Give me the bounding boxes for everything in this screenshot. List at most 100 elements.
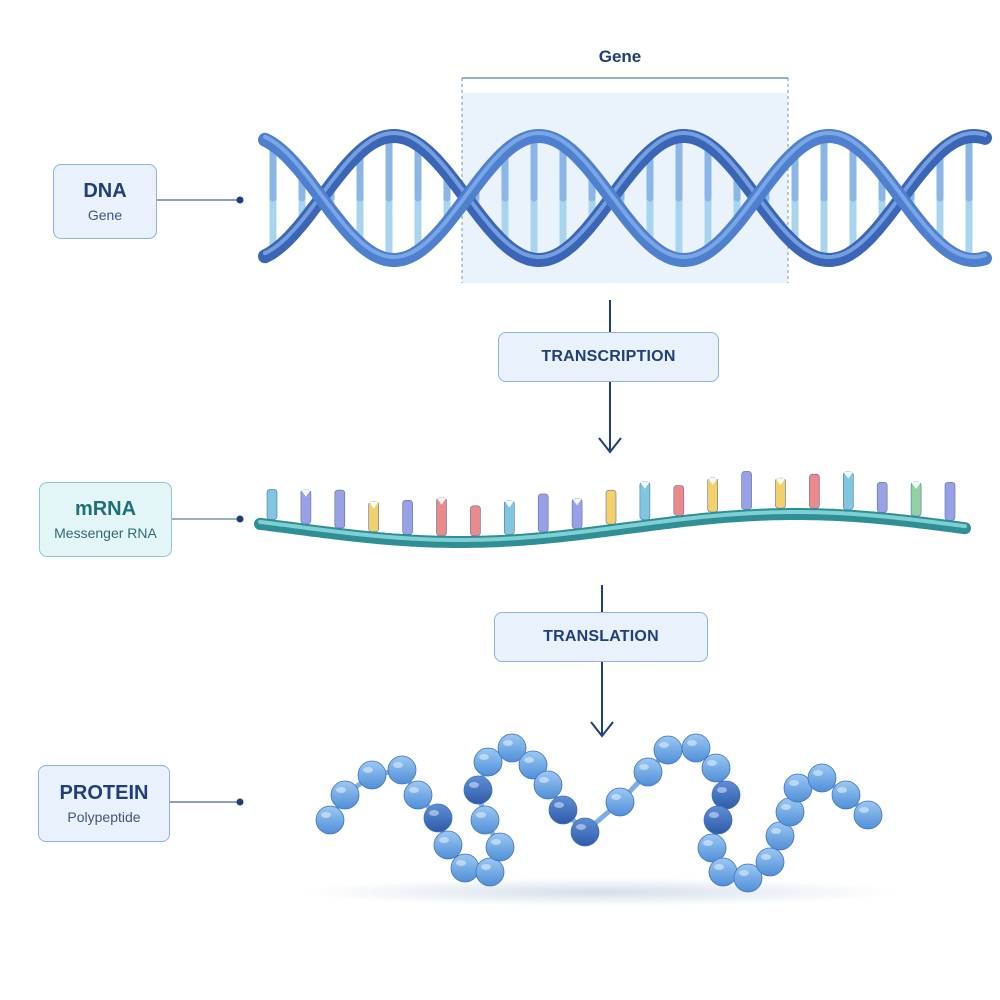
protein-bead	[633, 757, 663, 787]
protein-bead	[831, 780, 861, 810]
protein-bead	[703, 805, 733, 835]
mrna-nucleotide	[673, 485, 685, 516]
protein-bead-highlight	[611, 794, 621, 800]
mrna-nucleotide	[876, 482, 888, 513]
mrna-nucleotide	[537, 493, 549, 533]
mrna-nucleotide	[334, 489, 346, 529]
mrna-nucleotide-notch	[368, 501, 379, 509]
protein-bead-highlight	[781, 804, 791, 810]
protein-bead	[605, 787, 635, 817]
protein-bead	[548, 795, 578, 825]
mrna-nucleotide	[605, 489, 617, 525]
protein-bead-highlight	[709, 812, 719, 818]
protein-bead-highlight	[503, 740, 513, 746]
protein-bead-highlight	[321, 812, 331, 818]
protein-bead	[733, 863, 763, 893]
protein-bead	[330, 780, 360, 810]
translation-box: TRANSLATION	[494, 612, 708, 662]
mrna-nucleotide-notch	[707, 478, 718, 486]
protein-bead-highlight	[456, 860, 466, 866]
protein-bead-highlight	[409, 787, 419, 793]
protein-bead-highlight	[771, 828, 781, 834]
translation-arrow-head	[590, 721, 614, 738]
mrna-nucleotide-notch	[436, 497, 447, 505]
protein-bead	[653, 735, 683, 765]
protein-bead-highlight	[703, 840, 713, 846]
mrna-label-box: mRNA Messenger RNA	[39, 482, 172, 557]
protein-bead-highlight	[687, 740, 697, 746]
protein-bead-highlight	[554, 802, 564, 808]
protein-bead-highlight	[639, 764, 649, 770]
protein-bead-highlight	[393, 762, 403, 768]
protein-bead-highlight	[576, 824, 586, 830]
mrna-title: mRNA	[74, 497, 137, 520]
protein-bead	[470, 805, 500, 835]
protein-bead-highlight	[707, 760, 717, 766]
mrna-nucleotide	[809, 473, 820, 509]
protein-bead-highlight	[813, 770, 823, 776]
protein-bead-highlight	[789, 780, 799, 786]
mrna-nucleotide-notch	[504, 500, 515, 508]
protein-bead	[463, 775, 493, 805]
mrna-nucleotide	[944, 481, 956, 521]
protein-bead	[387, 755, 417, 785]
mrna-backbone-highlight	[258, 510, 967, 542]
protein-bead	[485, 832, 515, 862]
protein-bead	[701, 753, 731, 783]
mrna-nucleotide	[470, 505, 481, 537]
protein-bead-highlight	[491, 839, 501, 845]
protein-bead	[708, 857, 738, 887]
mrna-nucleotide-notch	[300, 489, 311, 497]
protein-bead-highlight	[659, 742, 669, 748]
protein-bead-chain	[315, 733, 883, 893]
transcription-box: TRANSCRIPTION	[498, 332, 719, 382]
protein-bead-highlight	[481, 864, 491, 870]
protein-bead-highlight	[859, 807, 869, 813]
protein-bead	[450, 853, 480, 883]
mrna-nucleotide-notch	[911, 481, 922, 489]
mrna-nucleotide-notch	[639, 481, 650, 489]
protein-bead	[433, 830, 463, 860]
protein-bead	[755, 847, 785, 877]
protein-bead	[570, 817, 600, 847]
dna-label-box: DNA Gene	[53, 164, 157, 239]
protein-bead	[315, 805, 345, 835]
protein-bead	[807, 763, 837, 793]
protein-shadow	[300, 878, 900, 906]
protein-bead	[853, 800, 883, 830]
protein-bead-highlight	[363, 767, 373, 773]
protein-bead	[518, 750, 548, 780]
protein-bead	[475, 857, 505, 887]
protein-bead-highlight	[439, 837, 449, 843]
mrna-nucleotide	[741, 471, 752, 510]
mrna-nucleotide	[266, 489, 278, 520]
protein-bead-highlight	[739, 870, 749, 876]
mrna-nucleotide-notch	[775, 478, 786, 486]
protein-bead	[681, 733, 711, 763]
gene-label: Gene	[598, 47, 642, 66]
mrna-subtitle: Messenger RNA	[54, 524, 157, 541]
protein-bead	[711, 780, 741, 810]
protein-connector-dot	[236, 798, 244, 806]
protein-bead-highlight	[524, 757, 534, 763]
mrna-nucleotide-notch	[572, 498, 583, 506]
protein-bead	[403, 780, 433, 810]
mrna-strand	[254, 471, 971, 548]
mrna-connector-dot	[236, 515, 244, 523]
protein-bead	[497, 733, 527, 763]
dna-strand-front-highlight	[263, 130, 987, 260]
protein-subtitle: Polypeptide	[67, 808, 141, 825]
mrna-nucleotide	[402, 500, 413, 535]
dna-subtitle: Gene	[87, 206, 123, 223]
protein-bead-highlight	[476, 812, 486, 818]
protein-bead-highlight	[469, 782, 479, 788]
protein-bead-highlight	[336, 787, 346, 793]
dna-title: DNA	[83, 179, 127, 202]
protein-bead-highlight	[717, 787, 727, 793]
protein-bead-highlight	[761, 854, 771, 860]
protein-bead	[697, 833, 727, 863]
protein-bead-highlight	[539, 777, 549, 783]
transcription-arrow-head	[598, 437, 622, 454]
